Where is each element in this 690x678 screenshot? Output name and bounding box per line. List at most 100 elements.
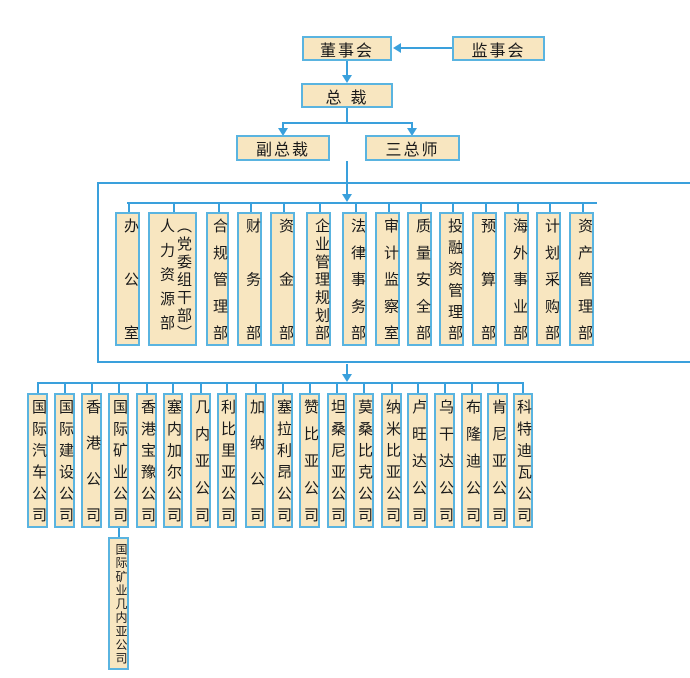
connector-board-to-president	[346, 61, 348, 77]
department-box-label: 办公室	[122, 218, 140, 340]
subsidiary-box[interactable]: 加纳公司	[245, 393, 266, 528]
supervisory-board-label: 监事会	[471, 40, 526, 60]
subsidiary-box[interactable]: 国际汽车公司	[27, 393, 48, 528]
sub-subsidiary-box-label: 国际矿业几内亚公司	[114, 543, 128, 664]
subsidiary-connector	[118, 382, 120, 393]
subsidiary-box[interactable]: 纳米比亚公司	[381, 393, 402, 528]
department-label: 人力资源部	[158, 218, 176, 330]
subsidiary-box-label: 香港公司	[84, 399, 102, 522]
chief-engineers-box[interactable]: 三总师	[365, 135, 460, 161]
subsidiary-box[interactable]: 卢旺达公司	[407, 393, 428, 528]
subsidiary-box-label: 塞内加尔公司	[165, 399, 183, 522]
subsidiary-box-label: 科特迪瓦公司	[515, 399, 533, 522]
subsidiary-connector	[200, 382, 202, 393]
subsidiary-box-label: 莫桑比克公司	[356, 399, 374, 522]
subsidiary-box-label: 利比里亚公司	[219, 399, 237, 522]
subsidiary-box-label: 塞拉利昂公司	[275, 399, 293, 522]
subsidiary-box[interactable]: 赞比亚公司	[299, 393, 320, 528]
department-connector	[319, 202, 321, 212]
vice-president-label: 副总裁	[255, 140, 310, 159]
sub-subsidiary-connector	[118, 528, 120, 537]
subsidiary-box[interactable]: 塞拉利昂公司	[272, 393, 293, 528]
department-box[interactable]: 海外事业部	[504, 212, 529, 346]
department-box-label: 质量安全部	[414, 218, 432, 340]
department-box[interactable]: 法律事务部	[342, 212, 367, 346]
department-connector	[355, 202, 357, 212]
department-box[interactable]: 投融资管理部	[439, 212, 464, 346]
subsidiary-box[interactable]: 几内亚公司	[190, 393, 211, 528]
department-connector	[452, 202, 454, 212]
supervisory-board-box[interactable]: 监事会	[452, 36, 545, 61]
department-box-label: 投融资管理部	[446, 218, 464, 340]
connector-vp-left	[282, 122, 284, 129]
subsidiary-box-label: 纳米比亚公司	[384, 399, 402, 522]
subsidiary-connector	[522, 382, 524, 393]
department-box-label: 预算部	[479, 218, 497, 340]
subsidiary-box-label: 布隆迪公司	[464, 399, 482, 522]
board-of-directors-box[interactable]: 董事会	[302, 36, 392, 61]
subsidiary-connector	[282, 382, 284, 393]
department-box[interactable]: 办公室	[115, 212, 140, 346]
sub-subsidiary-box[interactable]: 国际矿业几内亚公司	[108, 537, 129, 670]
department-box[interactable]: 企业管理规划部	[306, 212, 331, 346]
subsidiary-box[interactable]: 坦桑尼亚公司	[327, 393, 347, 528]
arrow-down-icon	[407, 128, 417, 136]
subsidiary-box-label: 国际建设公司	[57, 399, 75, 522]
arrow-down-icon	[342, 194, 352, 202]
subsidiary-box[interactable]: 莫桑比克公司	[353, 393, 374, 528]
subsidiary-box[interactable]: 科特迪瓦公司	[513, 393, 533, 528]
subsidiary-connector	[417, 382, 419, 393]
vice-president-box[interactable]: 副总裁	[236, 135, 330, 161]
department-box[interactable]: 财务部	[237, 212, 262, 346]
chief-engineers-label: 三总师	[385, 140, 440, 159]
departments-frame	[97, 182, 690, 363]
arrow-down-icon	[342, 374, 352, 382]
department-connector	[388, 202, 390, 212]
department-box[interactable]: 合规管理部	[206, 212, 229, 346]
president-label: 总 裁	[325, 87, 369, 107]
connector-president-down	[346, 108, 348, 123]
department-connector	[173, 202, 175, 212]
subsidiary-box[interactable]: 香港宝豫公司	[136, 393, 157, 528]
department-connector	[582, 202, 584, 212]
subsidiary-connector	[172, 382, 174, 393]
subsidiaries-bus-line	[38, 382, 524, 384]
subsidiary-box-label: 肯尼亚公司	[490, 399, 508, 522]
subsidiary-box-label: 坦桑尼亚公司	[329, 399, 347, 522]
department-box[interactable]: 资产管理部	[569, 212, 594, 346]
subsidiary-box[interactable]: 布隆迪公司	[461, 393, 482, 528]
subsidiary-box-label: 卢旺达公司	[410, 399, 428, 522]
department-box-label: 资产管理部	[576, 218, 594, 340]
subsidiary-connector	[363, 382, 365, 393]
department-box[interactable]: 计划采购部	[536, 212, 561, 346]
department-box-label: 合规管理部	[211, 218, 229, 340]
subsidiary-box[interactable]: 香港公司	[81, 393, 102, 528]
subsidiary-box-label: 国际矿业公司	[111, 399, 129, 522]
subsidiary-box[interactable]: 利比里亚公司	[217, 393, 237, 528]
connector-to-departments-frame	[346, 161, 348, 183]
subsidiary-connector	[497, 382, 499, 393]
arrow-down-icon	[342, 75, 352, 83]
department-connector	[128, 202, 130, 212]
department-box[interactable]: 人力资源部（党委组干部）	[148, 212, 197, 346]
subsidiary-connector	[336, 382, 338, 393]
department-box[interactable]: 质量安全部	[407, 212, 432, 346]
subsidiary-box[interactable]: 乌干达公司	[434, 393, 455, 528]
department-connector	[549, 202, 551, 212]
subsidiary-box[interactable]: 塞内加尔公司	[163, 393, 183, 528]
subsidiary-box[interactable]: 肯尼亚公司	[487, 393, 508, 528]
department-connector	[485, 202, 487, 212]
subsidiary-box[interactable]: 国际矿业公司	[108, 393, 129, 528]
department-box-label: 计划采购部	[543, 218, 561, 340]
department-box[interactable]: 资金部	[270, 212, 295, 346]
subsidiary-box-label: 加纳公司	[248, 399, 266, 522]
department-box[interactable]: 审计监察室	[375, 212, 400, 346]
subsidiary-connector	[226, 382, 228, 393]
subsidiary-box[interactable]: 国际建设公司	[54, 393, 75, 528]
president-box[interactable]: 总 裁	[301, 83, 393, 108]
connector-frame-to-departments	[346, 184, 348, 196]
department-box-label: 企业管理规划部	[313, 218, 331, 340]
department-box[interactable]: 预算部	[472, 212, 497, 346]
department-connector	[250, 202, 252, 212]
department-connector	[218, 202, 220, 212]
